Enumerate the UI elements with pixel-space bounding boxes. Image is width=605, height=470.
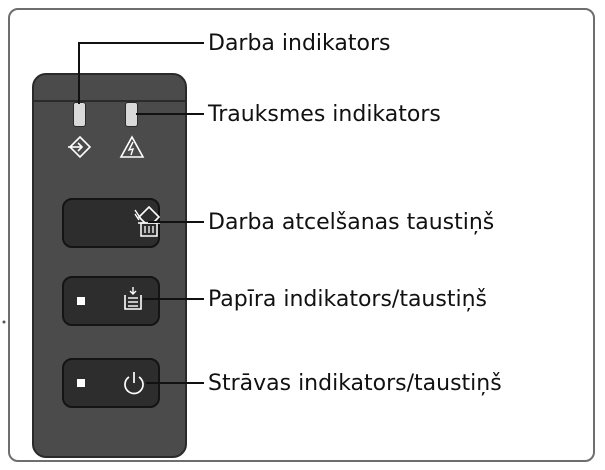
paper-button[interactable] bbox=[62, 276, 160, 326]
cancel-job-trash-icon bbox=[134, 205, 161, 237]
power-indicator-light bbox=[77, 379, 85, 387]
alarm-indicator-label: Trauksmes indikators bbox=[208, 102, 441, 127]
diagram-frame bbox=[8, 8, 595, 462]
arrow-into-diamond-icon bbox=[68, 135, 92, 159]
job-indicator-label: Darba indikators bbox=[208, 31, 391, 56]
panel-divider bbox=[33, 100, 186, 102]
paper-feed-icon bbox=[124, 287, 142, 310]
power-button-label: Strāvas indikators/taustiņš bbox=[208, 371, 502, 396]
warning-triangle-icon bbox=[119, 135, 145, 158]
paper-button-label: Papīra indikators/taustiņš bbox=[208, 287, 487, 312]
paper-indicator-light bbox=[77, 297, 85, 305]
job-cancel-button-label: Darba atcelšanas taustiņš bbox=[208, 210, 495, 235]
power-icon bbox=[124, 372, 144, 395]
